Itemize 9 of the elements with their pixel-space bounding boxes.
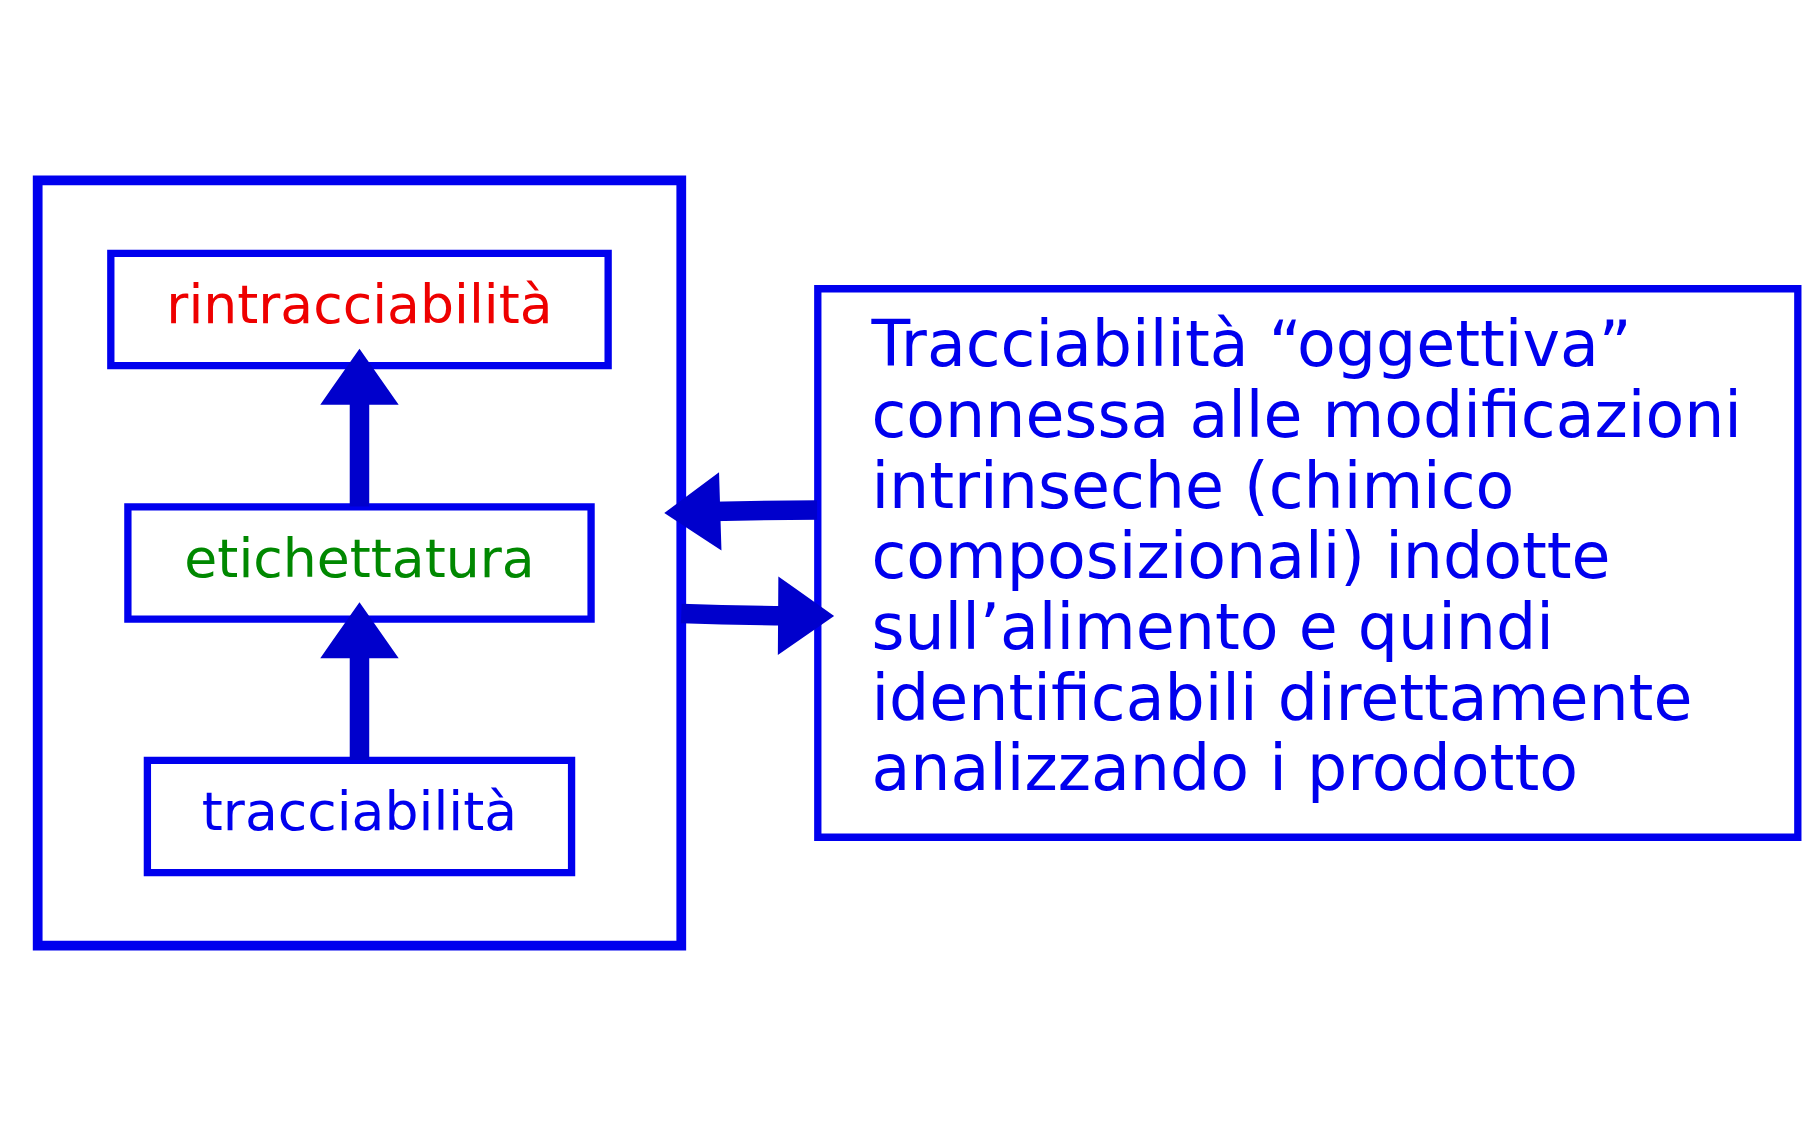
arrow [680,576,835,655]
arrow [664,472,818,551]
node-box: tracciabilità [143,756,576,877]
arrow [320,348,399,507]
cluster [32,175,687,951]
arrow [320,602,399,761]
node-box: etichettatura [124,503,595,623]
node-box: Tracciabilità “oggettiva” connessa alle modificazioni intrinseche (chimico composizionali) indotte sull’alimento e quindi identificabili direttamente analizzando i prodotto [814,285,1802,841]
node-box: rintracciabilità [107,249,612,370]
